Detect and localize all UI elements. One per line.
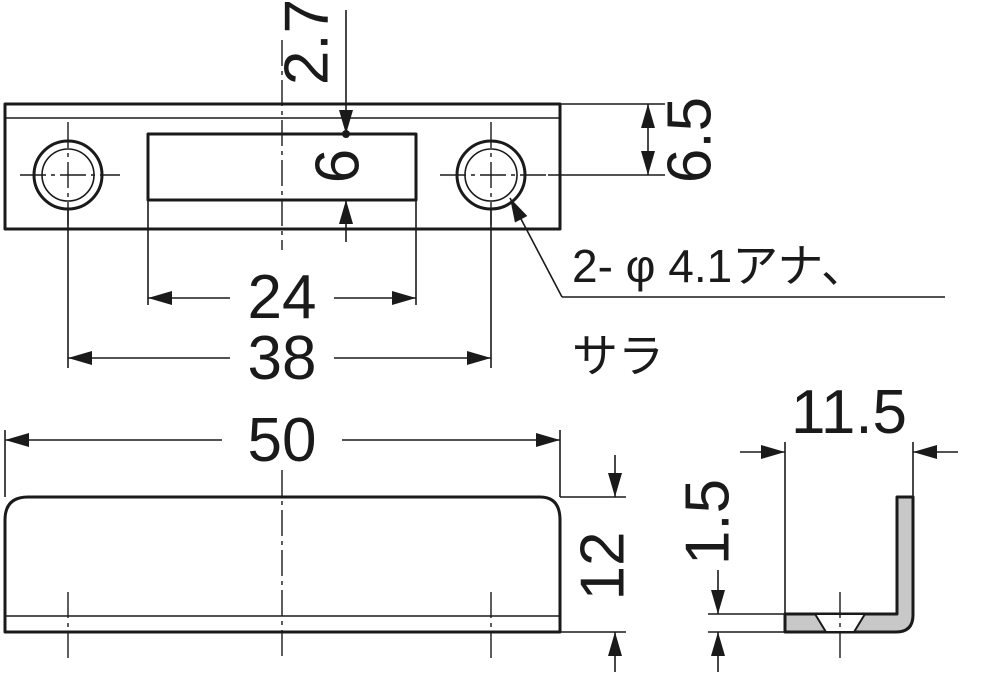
section-profile xyxy=(783,495,915,634)
dim-hole-pitch-label: 38 xyxy=(248,324,317,393)
dim-slot-width: 24 xyxy=(147,200,417,332)
dim-slot-width-label: 24 xyxy=(248,263,317,332)
dim-depth: 11.5 xyxy=(740,378,958,614)
dim-slot-height: 6 xyxy=(303,149,372,242)
hole-note-line1: 2- φ 4.1アナ、 xyxy=(572,240,867,292)
dim-thickness-label: 1.5 xyxy=(673,479,742,565)
front-outline xyxy=(3,495,562,634)
dim-hole-from-top: 6.5 xyxy=(548,97,724,183)
dim-hole-from-top-label: 6.5 xyxy=(655,97,724,183)
hole-note-line2: サラ xyxy=(572,330,664,382)
dim-hole-offset-label: 2.7 xyxy=(272,0,341,85)
front-view xyxy=(3,470,562,660)
dim-hole-pitch: 38 xyxy=(67,209,492,393)
dim-thickness: 1.5 xyxy=(673,479,785,672)
dim-slot-height-label: 6 xyxy=(303,149,372,183)
dim-hole-offset: 2.7 xyxy=(272,0,353,138)
dim-height: 12 xyxy=(560,455,637,672)
hole-note-leader xyxy=(503,194,945,298)
dim-overall-length: 50 xyxy=(4,406,561,497)
dim-depth-label: 11.5 xyxy=(791,378,907,447)
dim-overall-length-label: 50 xyxy=(248,406,317,475)
side-section xyxy=(783,495,915,660)
dim-height-label: 12 xyxy=(568,532,637,601)
top-view xyxy=(3,40,562,250)
